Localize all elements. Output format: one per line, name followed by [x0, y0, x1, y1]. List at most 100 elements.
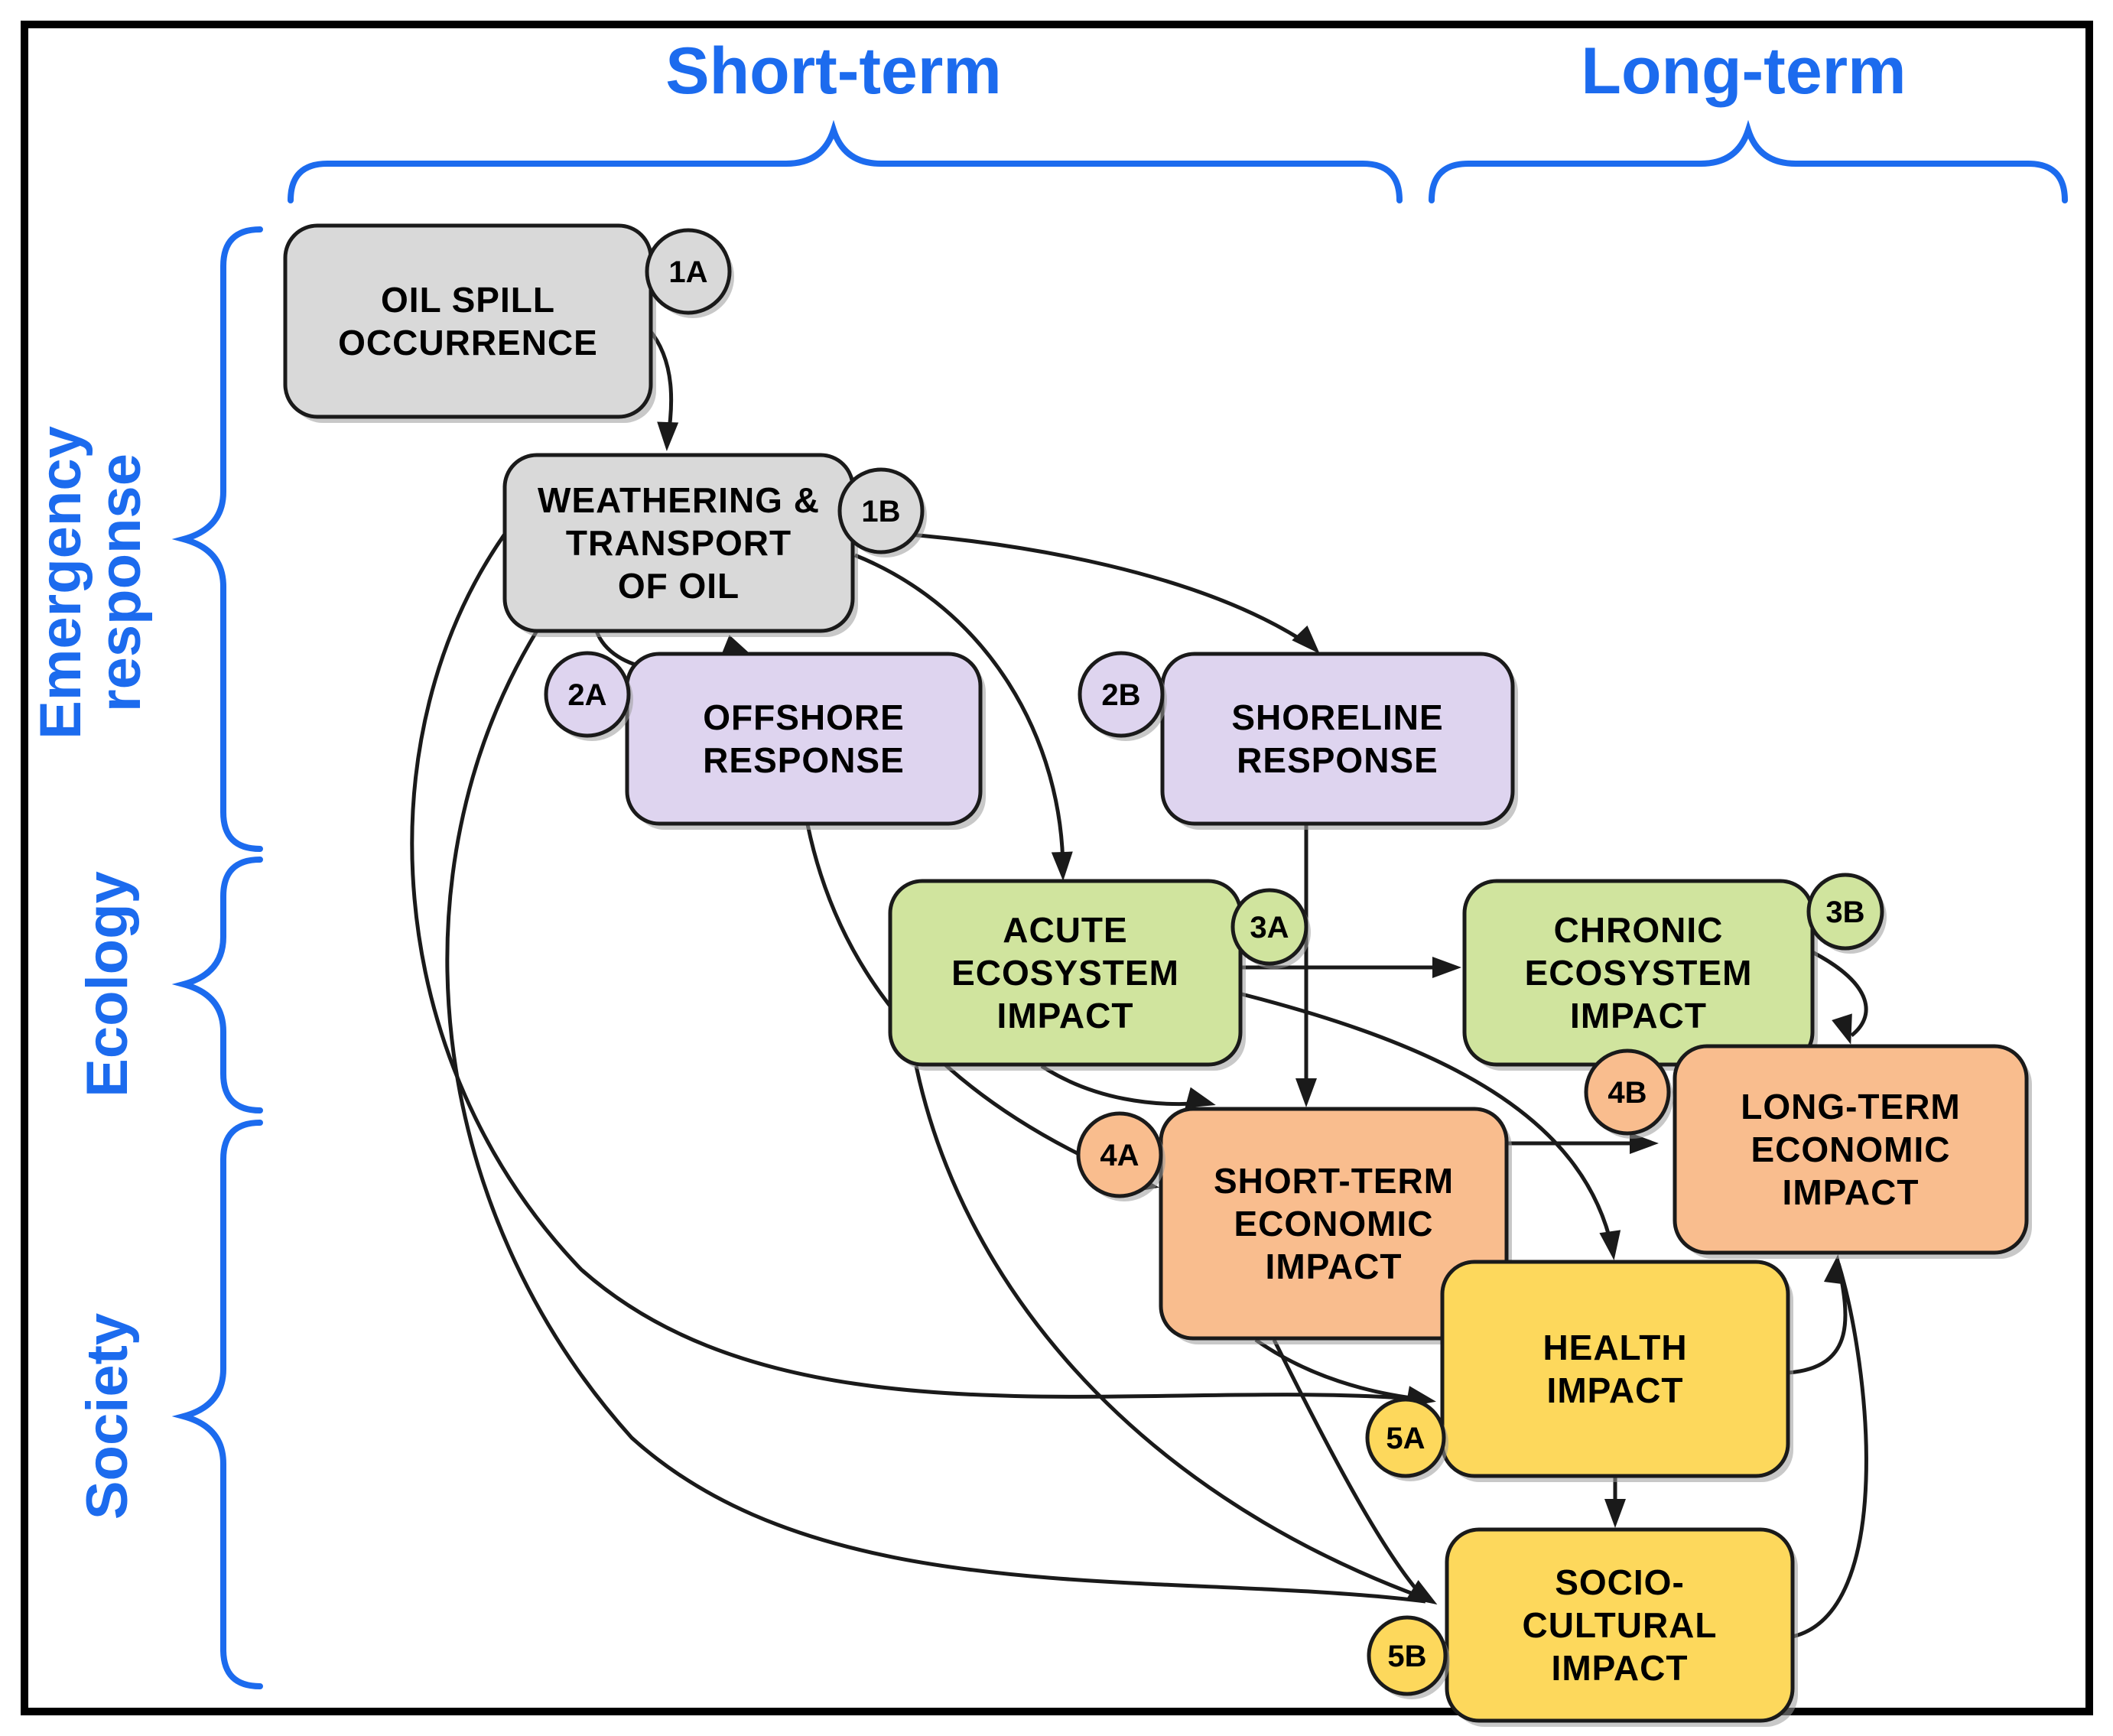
arrowhead: [1832, 1013, 1852, 1045]
node-label-line: IMPACT: [1570, 996, 1707, 1035]
badge-circle-shoreline-response: [1078, 651, 1165, 738]
arrowhead: [721, 635, 753, 656]
node-box-socio-cultural-impact: [1445, 1527, 1795, 1723]
node-box-long-term-economic-impact: [1673, 1044, 2029, 1255]
node-label-line: IMPACT: [1266, 1247, 1403, 1286]
emergency-brace: [171, 226, 263, 852]
badge-label-weathering-transport: 1B: [861, 495, 900, 528]
short-term-label: Short-term: [665, 34, 1002, 108]
edge-acute-to-health: [1241, 992, 1614, 1249]
badge-label-long-term-economic-impact: 4B: [1608, 1076, 1647, 1110]
badge-label-oil-spill-occurrence: 1A: [668, 255, 707, 289]
edge-weathering-to-health: [410, 526, 1425, 1402]
edge-weathering-to-socio: [445, 629, 1426, 1604]
node-label-line: OFFSHORE: [703, 697, 905, 737]
badge-label-socio-cultural-impact: 5B: [1387, 1640, 1426, 1673]
section-label-line: Emergency: [28, 426, 93, 740]
edge-chronic-to-long-econ: [1811, 950, 1868, 1037]
arrowhead: [1185, 1087, 1216, 1108]
arrowhead: [1599, 1230, 1621, 1260]
node-label-line: ECOSYSTEM: [951, 953, 1179, 993]
edge-weathering-to-acute: [854, 553, 1065, 873]
badge-circle-chronic-ecosystem-impact: [1806, 873, 1884, 951]
node-label-line: CHRONIC: [1554, 910, 1724, 950]
section-label-society: Society: [75, 1313, 140, 1520]
arrowhead: [1406, 1580, 1438, 1605]
node-box-health-impact: [1440, 1260, 1790, 1478]
society-brace: [171, 1120, 263, 1689]
node-box-oil-spill-occurrence: [283, 223, 653, 419]
node-label-line: OIL SPILL: [381, 280, 555, 320]
node-label-line: LONG-TERM: [1741, 1087, 1961, 1126]
edge-socio-to-long-econ: [1792, 1263, 1868, 1639]
short-term-brace: [288, 119, 1403, 203]
node-label-line: WEATHERING &: [538, 480, 820, 520]
badge-circle-health-impact: [1365, 1397, 1446, 1478]
badge-circle-oil-spill-occurrence: [645, 228, 732, 315]
arrowhead: [1292, 625, 1320, 654]
node-box-shoreline-response: [1160, 652, 1515, 826]
badge-label-acute-ecosystem-impact: 3A: [1250, 911, 1289, 944]
node-label-line: HEALTH: [1542, 1328, 1687, 1367]
badge-circle-offshore-response: [544, 651, 631, 738]
node-label-line: SOCIO-: [1555, 1562, 1685, 1602]
node-label-line: IMPACT: [997, 996, 1134, 1035]
node-label-line: SHORELINE: [1231, 697, 1443, 737]
edge-acute-to-socio: [914, 1065, 1422, 1599]
node-label-line: ECONOMIC: [1751, 1130, 1951, 1169]
edge-short-to-socio: [1272, 1338, 1427, 1601]
badge-label-offshore-response: 2A: [567, 678, 606, 712]
node-label-line: CULTURAL: [1523, 1605, 1718, 1645]
node-box-short-term-economic-impact: [1159, 1107, 1509, 1341]
node-box-offshore-response: [625, 652, 983, 826]
node-box-acute-ecosystem-impact: [888, 879, 1243, 1067]
node-label-line: IMPACT: [1552, 1648, 1689, 1688]
node-label-line: ECOSYSTEM: [1525, 953, 1753, 993]
section-label-emergency-response: Emergencyresponse: [28, 426, 153, 740]
node-label-line: OF OIL: [618, 566, 740, 606]
node-label-line: OCCURRENCE: [338, 323, 598, 362]
edge-weathering-to-shoreline: [854, 528, 1314, 649]
arrowhead: [1051, 851, 1073, 881]
arrowhead: [657, 421, 679, 451]
section-label-ecology: Ecology: [75, 871, 140, 1097]
node-label-line: ECONOMIC: [1234, 1204, 1434, 1243]
badge-circle-acute-ecosystem-impact: [1230, 888, 1308, 966]
section-label-line: Society: [75, 1313, 140, 1520]
node-label-line: RESPONSE: [703, 740, 905, 780]
arrowhead: [1432, 957, 1461, 978]
badge-circle-socio-cultural-impact: [1367, 1615, 1448, 1696]
node-label-line: TRANSPORT: [566, 523, 792, 563]
badge-circle-long-term-economic-impact: [1584, 1048, 1671, 1136]
node-label-line: ACUTE: [1003, 910, 1127, 950]
section-label-line: Ecology: [75, 871, 140, 1097]
node-label-line: RESPONSE: [1237, 740, 1438, 780]
arrowhead: [1295, 1078, 1317, 1107]
edge-short-to-health: [1254, 1338, 1425, 1402]
arrowhead: [1604, 1499, 1626, 1528]
badge-label-health-impact: 5A: [1386, 1422, 1425, 1455]
ecology-brace: [171, 857, 263, 1113]
badge-circle-short-term-economic-impact: [1076, 1111, 1163, 1198]
arrowhead: [1823, 1254, 1845, 1285]
